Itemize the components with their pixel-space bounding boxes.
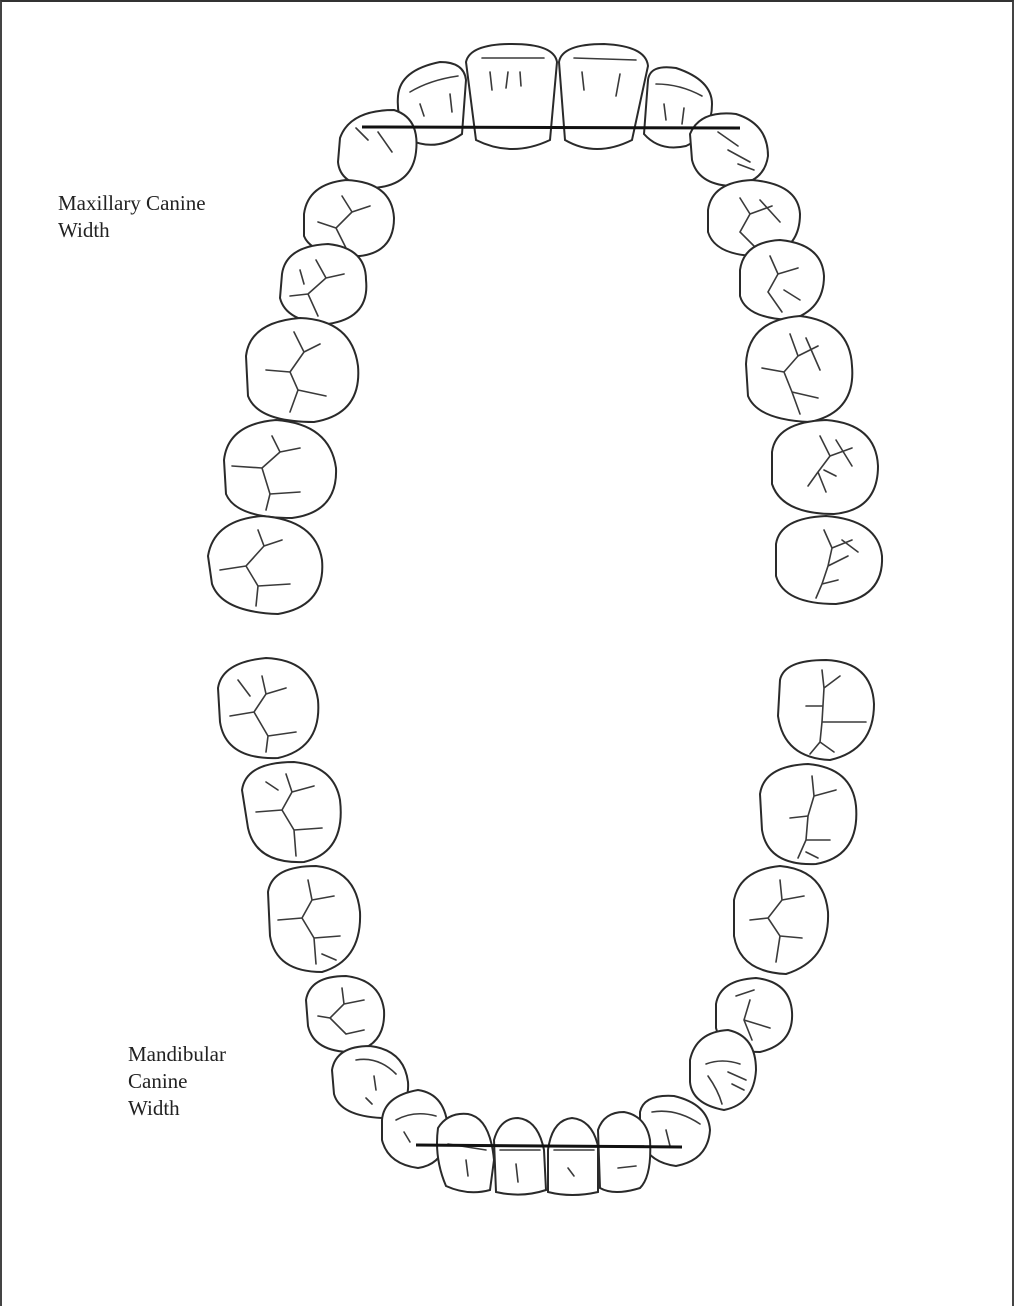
mand-lateral-incisor-left <box>598 1112 650 1192</box>
mand-first-molar-left <box>734 866 828 974</box>
max-central-incisor-right <box>466 44 557 149</box>
max-first-molar-left <box>746 316 852 422</box>
mandibular-arch <box>218 658 874 1195</box>
mand-lateral-incisor-right <box>437 1114 494 1192</box>
mandibular-label-line-2: Canine <box>128 1068 226 1095</box>
mand-central-incisor-right <box>494 1118 546 1195</box>
mandibular-canine-width-label: Mandibular Canine Width <box>128 1041 226 1122</box>
max-second-molar-right <box>224 420 336 518</box>
mand-central-incisor-left <box>548 1118 598 1195</box>
max-third-molar-right <box>208 516 322 614</box>
maxillary-arch <box>208 44 882 614</box>
maxillary-label-line-1: Maxillary Canine <box>58 190 206 217</box>
mand-first-premolar-left <box>690 1030 756 1110</box>
max-first-molar-right <box>246 318 358 422</box>
maxillary-canine-width-label: Maxillary Canine Width <box>58 190 206 244</box>
max-canine-right <box>338 110 417 188</box>
maxillary-label-line-2: Width <box>58 217 206 244</box>
max-second-molar-left <box>772 420 878 514</box>
max-second-premolar-left <box>740 240 824 320</box>
mandibular-canine-width-line <box>416 1145 682 1147</box>
mand-third-molar-left <box>778 660 874 760</box>
mandibular-label-line-3: Width <box>128 1095 226 1122</box>
mandibular-label-line-1: Mandibular <box>128 1041 226 1068</box>
mand-third-molar-right <box>218 658 318 758</box>
mand-second-premolar-right <box>306 976 384 1052</box>
max-second-premolar-right <box>280 244 366 324</box>
maxillary-canine-width-line <box>362 127 740 128</box>
